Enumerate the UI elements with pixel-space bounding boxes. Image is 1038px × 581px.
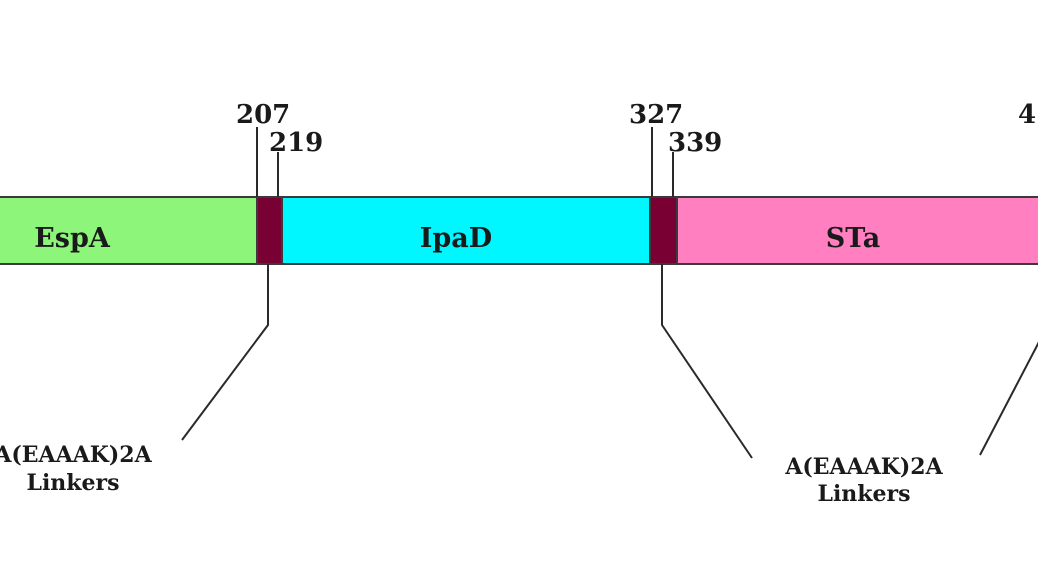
linker-1-callout bbox=[181, 264, 269, 441]
position-ticks bbox=[256, 127, 674, 197]
linker-2 bbox=[649, 196, 678, 265]
ipad-label: IpaD bbox=[420, 223, 492, 254]
sta-label: STa bbox=[826, 223, 881, 254]
ipad-domain bbox=[281, 196, 651, 265]
linker-1 bbox=[256, 196, 283, 265]
espa-label: EspA bbox=[34, 223, 111, 254]
linker-3-callout bbox=[979, 341, 1038, 456]
linker-1-label-line1: A(EAAAK)2A bbox=[0, 442, 153, 468]
position-207: 207 bbox=[236, 100, 290, 130]
linker-1-label-line2: Linkers bbox=[26, 470, 119, 496]
position-partial: 4 bbox=[1018, 100, 1036, 130]
position-327: 327 bbox=[629, 100, 683, 130]
position-219: 219 bbox=[269, 128, 323, 158]
linker-2-label-line1: A(EAAAK)2A bbox=[784, 454, 943, 480]
position-339: 339 bbox=[668, 128, 722, 158]
sta-domain bbox=[676, 196, 1038, 265]
linker-2-callout bbox=[661, 264, 753, 459]
linker-2-label-line2: Linkers bbox=[817, 481, 910, 507]
linker-callouts bbox=[181, 264, 1038, 459]
